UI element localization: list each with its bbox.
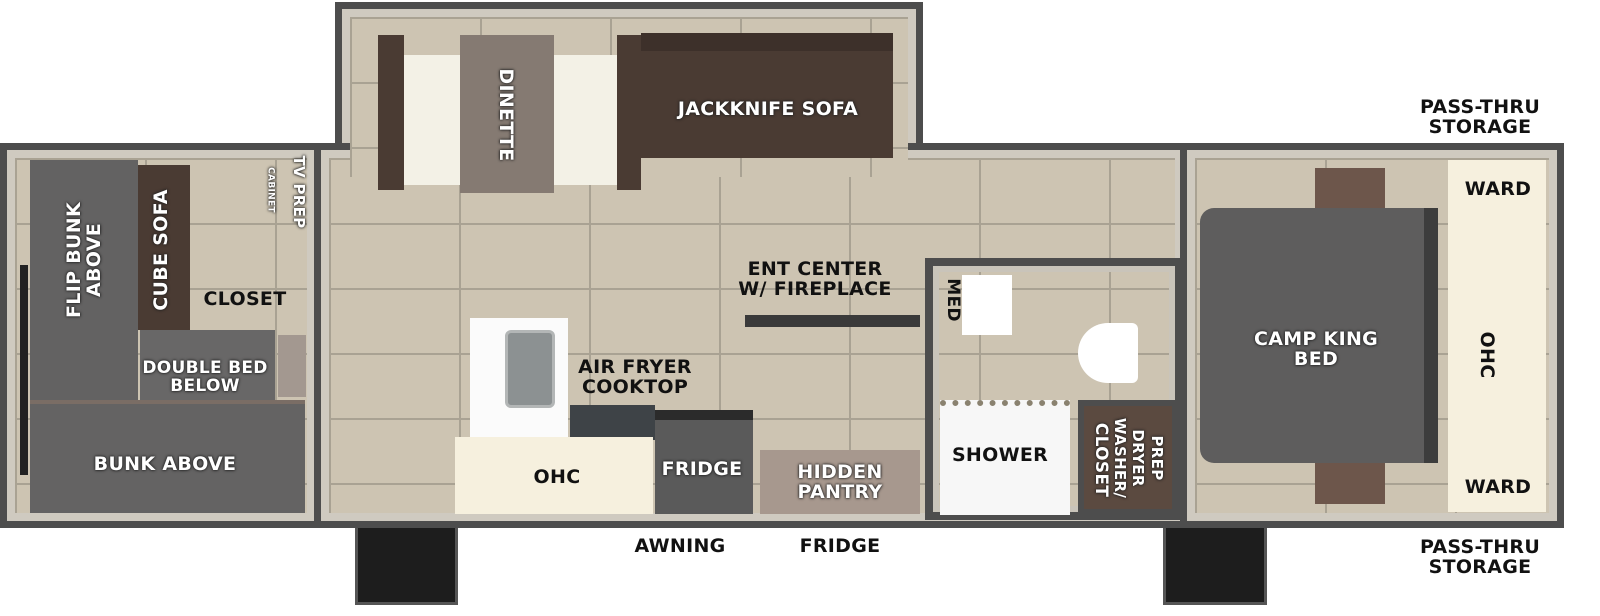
nightstand-bottom	[1315, 462, 1385, 504]
tv-prep-label: TV PREP	[289, 155, 308, 229]
fridge-label: FRIDGE	[661, 458, 743, 481]
sink	[505, 330, 555, 408]
fridge-box	[655, 410, 753, 514]
toilet	[1078, 323, 1138, 383]
double-bed	[140, 330, 275, 400]
shower-label: SHOWER	[951, 444, 1049, 467]
rear-window	[20, 265, 28, 475]
dinette-cushion-right	[554, 55, 617, 185]
double-bed-line1: DOUBLE BED	[142, 358, 268, 379]
ent-center	[745, 315, 920, 327]
nightstand-top	[1315, 168, 1385, 210]
pass-thru-bottom-line2: STORAGE	[1428, 556, 1532, 578]
flip-bunk-label: FLIP BUNK ABOVE	[63, 202, 105, 318]
med-label: MED	[942, 278, 963, 322]
closet-box	[278, 335, 306, 397]
bunk-above-label: BUNK ABOVE	[93, 453, 237, 476]
bedroom-ohc-label: OHC	[1475, 331, 1498, 379]
pantry-line2: PANTRY	[797, 481, 883, 503]
dinette-cushion-left	[404, 55, 462, 185]
washer-label: WASHER/	[1110, 417, 1129, 499]
bath-sink	[962, 275, 1012, 335]
pantry-line1: HIDDEN	[797, 461, 883, 484]
washer-closet	[1078, 400, 1178, 515]
ward-top-label: WARD	[1464, 178, 1532, 201]
closet-label: CLOSET	[203, 288, 287, 311]
sofa-label: JACKKNIFE SOFA	[677, 98, 859, 121]
hidden-pantry	[760, 450, 920, 514]
dinette-bench-right	[617, 35, 641, 190]
bed-line1: CAMP KING	[1253, 328, 1379, 351]
pass-thru-top-line1: PASS-THRU	[1419, 96, 1541, 119]
shower-stall	[940, 400, 1070, 515]
ward-bottom-label: WARD	[1464, 476, 1532, 499]
dryer-label: DRYER	[1128, 429, 1147, 487]
bunk-above	[30, 400, 305, 513]
tire-left	[355, 520, 458, 605]
ent-line2: W/ FIREPLACE	[738, 278, 892, 300]
dinette-bench-left	[378, 35, 404, 190]
dinette-label: DINETTE	[494, 68, 517, 162]
dinette-table	[460, 35, 554, 193]
exterior-fridge-label: FRIDGE	[799, 535, 881, 558]
pass-thru-top-line2: STORAGE	[1428, 116, 1532, 138]
cooktop-line1: AIR FRYER	[578, 356, 692, 379]
camp-king-bed	[1200, 208, 1438, 463]
cabinet-label: CABINET	[265, 167, 276, 213]
flip-bunk	[30, 160, 138, 400]
jackknife-sofa	[641, 33, 893, 158]
cube-sofa	[138, 165, 190, 330]
cooktop	[570, 405, 655, 440]
cube-sofa-label: CUBE SOFA	[150, 189, 173, 311]
pass-thru-bottom-line1: PASS-THRU	[1419, 536, 1541, 559]
awning-label: AWNING	[634, 535, 726, 558]
bath-wall	[925, 258, 1183, 520]
double-bed-line2: BELOW	[170, 376, 240, 396]
ohc-cabinet	[455, 437, 653, 514]
ohc-label: OHC	[533, 466, 581, 489]
bath-closet-label: CLOSET	[1090, 422, 1111, 498]
tire-right	[1163, 520, 1267, 605]
prep-label: PREP	[1147, 435, 1166, 481]
wardrobe-ohc	[1448, 160, 1546, 512]
bed-line2: BED	[1293, 348, 1339, 370]
cooktop-line2: COOKTOP	[581, 376, 689, 398]
ent-line1: ENT CENTER	[747, 258, 883, 281]
